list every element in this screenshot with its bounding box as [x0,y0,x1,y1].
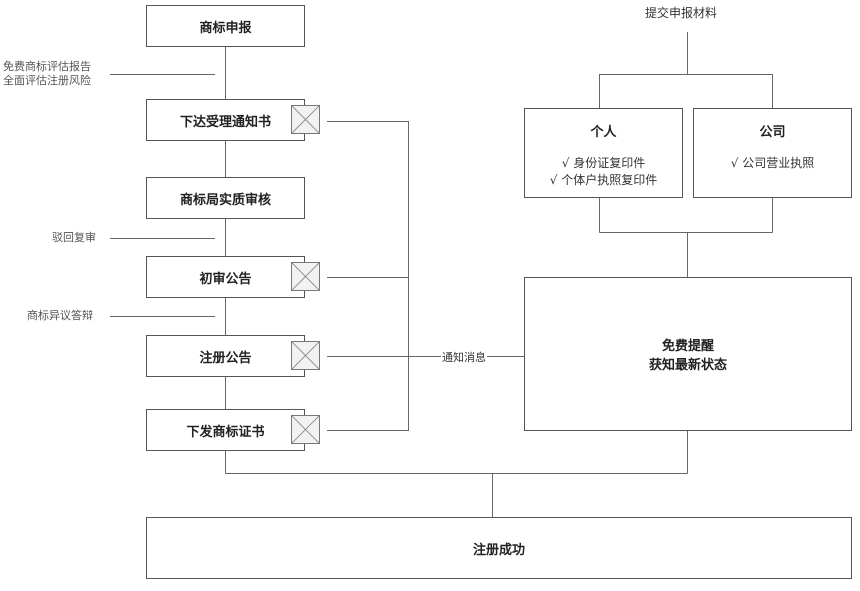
step-issue-certificate: 下发商标证书 [146,409,305,451]
note-evaluation-line1: 免费商标评估报告 [3,60,91,73]
step-preliminary-announcement: 初审公告 [146,256,305,298]
materials-company-title: 公司 [759,125,786,140]
materials-title: 提交申报材料 [645,6,718,20]
note-objection-defense: 商标异议答辩 [27,309,93,323]
note-rejection-review-label: 驳回复审 [52,231,96,244]
free-reminder-line2: 获知最新状态 [648,358,727,373]
image-placeholder-icon [291,415,320,444]
free-reminder-box: 免费提醒 获知最新状态 [524,277,852,431]
materials-company-item: √ 公司营业执照 [730,156,815,170]
image-placeholder-icon [291,105,320,134]
step-registration-announcement-label: 注册公告 [199,350,252,366]
step-acceptance-notice: 下达受理通知书 [146,99,305,141]
note-objection-defense-label: 商标异议答辩 [27,309,93,322]
image-placeholder-icon [291,262,320,291]
step-substantive-review: 商标局实质审核 [146,177,305,219]
step-registration-announcement: 注册公告 [146,335,305,377]
materials-individual: 个人 √ 身份证复印件 √ 个体户执照复印件 [524,108,683,198]
step-registration-success-label: 注册成功 [472,542,525,558]
note-evaluation-line2: 全面评估注册风险 [3,74,91,87]
step-preliminary-announcement-label: 初审公告 [199,271,252,287]
materials-individual-title: 个人 [590,125,617,140]
step-apply: 商标申报 [146,5,305,47]
step-apply-label: 商标申报 [199,20,252,36]
step-issue-certificate-label: 下发商标证书 [186,424,265,440]
free-reminder-line1: 免费提醒 [661,339,714,354]
step-acceptance-notice-label: 下达受理通知书 [179,114,271,130]
materials-individual-item: √ 身份证复印件 [561,156,646,170]
notify-label: 通知消息 [441,349,487,365]
image-placeholder-icon [291,341,320,370]
step-substantive-review-label: 商标局实质审核 [179,192,271,208]
materials-individual-item: √ 个体户执照复印件 [549,173,658,187]
note-evaluation: 免费商标评估报告 全面评估注册风险 [3,60,91,88]
step-registration-success: 注册成功 [146,517,852,579]
note-rejection-review: 驳回复审 [52,231,96,245]
materials-company: 公司 √ 公司营业执照 [693,108,852,198]
